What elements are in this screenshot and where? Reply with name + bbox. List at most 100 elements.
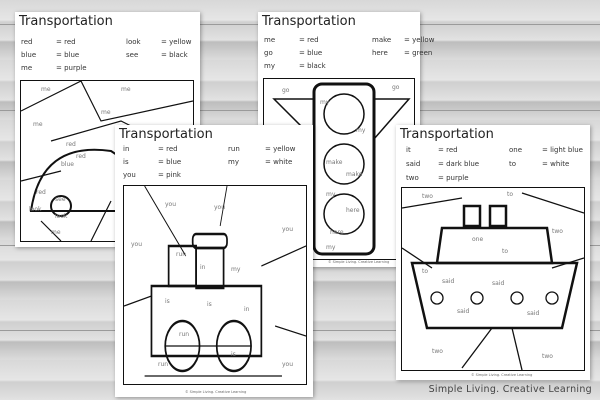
key-word: in	[123, 145, 130, 153]
key-color: = red	[438, 146, 458, 154]
region-label: in	[244, 306, 250, 313]
worksheet-ship: Transportation it = red one = light blue…	[396, 125, 590, 380]
region-label: my	[320, 99, 330, 106]
train-drawing	[124, 186, 306, 377]
worksheet-title: Transportation	[119, 127, 213, 142]
key-color: = red	[158, 145, 178, 153]
ship-drawing	[402, 192, 584, 370]
key-word: look	[126, 38, 141, 46]
region-label: my	[326, 191, 336, 198]
key-word: here	[372, 49, 388, 57]
key-word: me	[264, 36, 276, 44]
key-word: make	[372, 36, 392, 44]
region-label: to	[502, 248, 509, 255]
key-color: = blue	[299, 49, 323, 57]
worksheet-title: Transportation	[262, 14, 356, 29]
key-word: it	[406, 146, 411, 154]
region-label: two	[552, 228, 563, 235]
region-label: here	[346, 207, 360, 214]
region-label: make	[326, 159, 343, 166]
region-label: go	[282, 87, 290, 94]
coloring-area: you you you you run in my is is run in i…	[123, 185, 307, 385]
region-label: red	[66, 141, 76, 148]
key-color: = black	[161, 51, 188, 59]
key-color: = purple	[438, 174, 469, 182]
key-color: = light blue	[542, 146, 583, 154]
key-color: = yellow	[265, 145, 296, 153]
traffic-light-drawing	[272, 82, 411, 256]
region-label: go	[392, 84, 400, 91]
region-label: you	[131, 241, 143, 248]
region-label: two	[542, 353, 553, 360]
key-color: = red	[56, 38, 76, 46]
region-label: said	[442, 278, 455, 285]
worksheet-train: Transportation in = red run = yellow is …	[115, 125, 313, 397]
key-word: one	[509, 146, 523, 154]
region-label: see	[55, 196, 66, 203]
region-label: to	[422, 268, 429, 275]
key-word: go	[264, 49, 273, 57]
key-color: = white	[542, 160, 570, 168]
region-label: is	[207, 301, 212, 308]
copyright: © Simple Living. Creative Learning	[471, 373, 533, 377]
key-word: run	[228, 145, 240, 153]
worksheet-title: Transportation	[400, 127, 494, 142]
key-word: two	[406, 174, 419, 182]
region-label: said	[457, 308, 470, 315]
region-label: you	[282, 226, 294, 233]
key-color: = blue	[56, 51, 80, 59]
key-word: blue	[21, 51, 37, 59]
region-label: blue	[61, 161, 74, 168]
key-word: me	[21, 64, 33, 72]
region-label: red	[36, 189, 46, 196]
key-color: = blue	[158, 158, 182, 166]
region-label: in	[200, 264, 206, 271]
key-color: = pink	[158, 171, 181, 179]
copyright: © Simple Living. Creative Learning	[328, 260, 390, 264]
region-label: me	[121, 86, 131, 93]
region-label: is	[231, 351, 236, 358]
brand-watermark: Simple Living. Creative Learning	[428, 384, 592, 395]
region-label: you	[214, 204, 226, 211]
key-word: you	[123, 171, 136, 179]
copyright: © Simple Living. Creative Learning	[185, 390, 247, 394]
region-label: run	[179, 331, 190, 338]
region-label: my	[231, 266, 241, 273]
worksheet-title: Transportation	[19, 14, 113, 29]
key-word: said	[406, 160, 421, 168]
region-label: said	[527, 310, 540, 317]
region-label: one	[472, 236, 484, 243]
region-label: me	[101, 109, 111, 116]
region-label: me	[33, 121, 43, 128]
key-word: red	[21, 38, 33, 46]
region-label: here	[330, 229, 344, 236]
key-word: to	[509, 160, 517, 168]
region-label: you	[282, 361, 294, 368]
key-color: = green	[404, 49, 433, 57]
region-label: me	[41, 86, 51, 93]
key-color: = yellow	[404, 36, 435, 44]
key-color: = red	[299, 36, 319, 44]
region-label: look	[55, 213, 68, 220]
region-label: two	[432, 348, 443, 355]
region-label: run	[176, 251, 187, 258]
region-label: my	[356, 127, 366, 134]
region-label: red	[76, 153, 86, 160]
region-label: my	[326, 244, 336, 251]
region-label: to	[507, 191, 514, 198]
key-word: see	[126, 51, 139, 59]
key-color: = yellow	[161, 38, 192, 46]
region-label: two	[422, 193, 433, 200]
key-color: = purple	[56, 64, 87, 72]
key-color: = white	[265, 158, 293, 166]
region-label: is	[165, 298, 170, 305]
region-label: me	[51, 229, 61, 236]
region-label: run	[158, 361, 169, 368]
region-label: you	[165, 201, 177, 208]
key-color: = black	[299, 62, 326, 70]
region-label: said	[492, 280, 505, 287]
key-word: my	[264, 62, 275, 70]
region-label: make	[346, 171, 363, 178]
key-word: my	[228, 158, 239, 166]
coloring-area: two to two one to to said said said said…	[401, 187, 585, 371]
